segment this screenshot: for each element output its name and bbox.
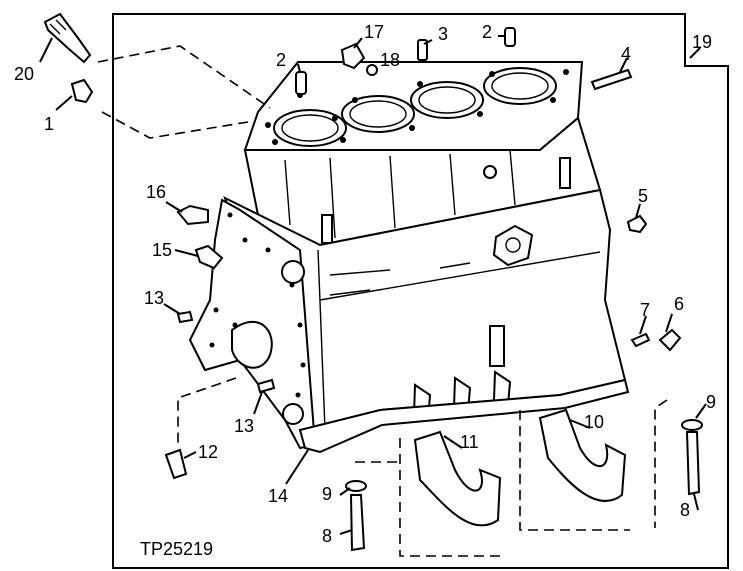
part-3-pin bbox=[417, 39, 428, 61]
part-12-sleeve bbox=[164, 448, 188, 480]
callout-4: 4 bbox=[621, 44, 631, 64]
part-10-bearing-cap bbox=[538, 408, 627, 502]
callout-18: 18 bbox=[380, 50, 400, 70]
part-11-bearing-cap bbox=[413, 430, 502, 527]
callout-10: 10 bbox=[584, 412, 604, 432]
callout-13-lower: 13 bbox=[234, 416, 254, 436]
callout-17: 17 bbox=[364, 22, 384, 42]
part-2-dowel-right bbox=[504, 27, 516, 47]
callout-12: 12 bbox=[198, 442, 218, 462]
part-6-plug bbox=[658, 328, 682, 352]
part-7-pin bbox=[630, 332, 651, 348]
callout-16: 16 bbox=[146, 182, 166, 202]
part-16-plug bbox=[176, 204, 209, 226]
callout-1: 1 bbox=[44, 114, 54, 134]
cylinder-block bbox=[188, 61, 630, 454]
figure-id-label: TP25219 bbox=[140, 539, 213, 559]
callout-2-left: 2 bbox=[276, 50, 286, 70]
callout-9-left: 9 bbox=[322, 484, 332, 504]
callout-2-right: 2 bbox=[482, 22, 492, 42]
part-9-washer-right bbox=[681, 419, 703, 431]
frame-border bbox=[112, 13, 729, 569]
callout-7: 7 bbox=[640, 300, 650, 320]
part-4-stud bbox=[590, 68, 633, 91]
part-20-plug bbox=[43, 12, 92, 64]
callout-13-upper: 13 bbox=[144, 288, 164, 308]
callout-20: 20 bbox=[14, 64, 34, 84]
callout-8-right: 8 bbox=[680, 500, 690, 520]
callout-14: 14 bbox=[268, 486, 288, 506]
part-17-plug bbox=[340, 42, 366, 70]
callout-11: 11 bbox=[460, 432, 479, 452]
part-5-plug bbox=[626, 214, 648, 234]
part-8-screw-left bbox=[349, 494, 366, 552]
part-13-pin-upper bbox=[176, 310, 194, 324]
part-2-dowel-left bbox=[295, 71, 307, 95]
callout-3: 3 bbox=[438, 24, 448, 44]
callout-15: 15 bbox=[152, 240, 172, 260]
part-9-washer-left bbox=[345, 480, 367, 492]
part-8-screw-right bbox=[685, 431, 701, 496]
part-1-fitting bbox=[70, 78, 94, 104]
assembly-dashed-lines bbox=[97, 45, 668, 557]
part-18-washer bbox=[366, 64, 378, 76]
callout-labels: 20 1 2 17 18 3 2 19 4 16 5 15 13 7 6 13 … bbox=[14, 22, 716, 546]
callout-19: 19 bbox=[692, 32, 712, 52]
callout-9-right: 9 bbox=[706, 392, 716, 412]
part-13-pin-lower bbox=[256, 378, 276, 394]
callout-5: 5 bbox=[638, 186, 648, 206]
callout-leaders bbox=[39, 35, 707, 535]
callout-6: 6 bbox=[674, 294, 684, 314]
part-15-plug bbox=[194, 244, 224, 270]
callout-8-left: 8 bbox=[322, 526, 332, 546]
